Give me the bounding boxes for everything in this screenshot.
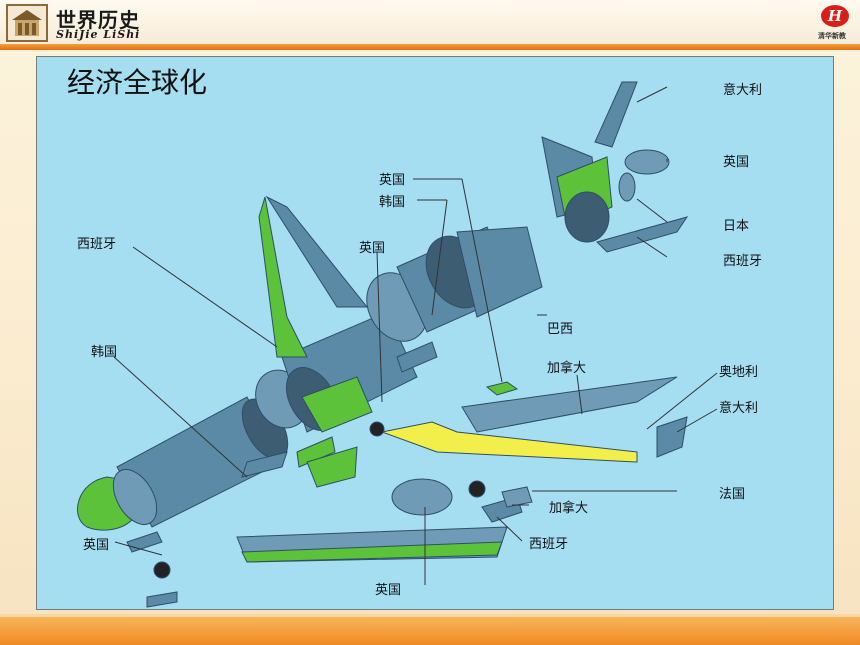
publisher-logo-icon: H [821,5,849,27]
label-uk-bottom: 英国 [375,583,402,598]
label-uk-wing-top: 英国 [379,173,406,188]
label-spain-bottom: 西班牙 [529,537,569,552]
school-logo [6,4,48,42]
exploded-airplane-illustration [77,81,718,608]
label-france: 法国 [719,487,746,502]
horizontal-stabilizer [596,216,689,253]
label-tail-cone: 日本 [723,219,750,234]
label-brazil: 巴西 [547,322,574,337]
publisher-name: 清华新教 [818,32,846,40]
slide-heading: 经济全球化 [67,66,208,99]
label-canada-top: 加拿大 [547,361,587,376]
airplane-diagram-panel: 经济全球化 意大利 英国 日本 西班牙 英国 韩国 西班牙 英国 韩国 巴西 加… [36,56,834,610]
label-tail-fin: 意大利 [723,83,763,98]
leader-lines [113,86,718,585]
label-korea-left: 韩国 [91,345,118,360]
label-engine-rear: 英国 [723,155,750,170]
label-canada-bottom: 加拿大 [549,501,589,516]
label-stabilizer: 西班牙 [723,254,763,269]
slide-header: 世界历史 ShiJie LiShi H 清华新教 [0,0,860,50]
header-divider [0,44,860,50]
yellow-wing [380,421,638,463]
course-subtitle: ShiJie LiShi [56,28,141,41]
slide-footer [0,617,860,645]
vertical-fin-green [258,196,308,358]
label-uk-mid: 英国 [359,241,386,256]
footer-divider [0,614,860,617]
tail-fin-italy [594,81,638,148]
svg-text:H: H [827,7,843,25]
course-title: 世界历史 [56,8,140,32]
label-korea-top: 韩国 [379,195,406,210]
label-italy-wing: 意大利 [719,401,759,416]
label-spain-left: 西班牙 [77,237,117,252]
label-uk-nose: 英国 [83,538,110,553]
building-icon [12,10,42,36]
label-austria: 奥地利 [719,365,759,380]
